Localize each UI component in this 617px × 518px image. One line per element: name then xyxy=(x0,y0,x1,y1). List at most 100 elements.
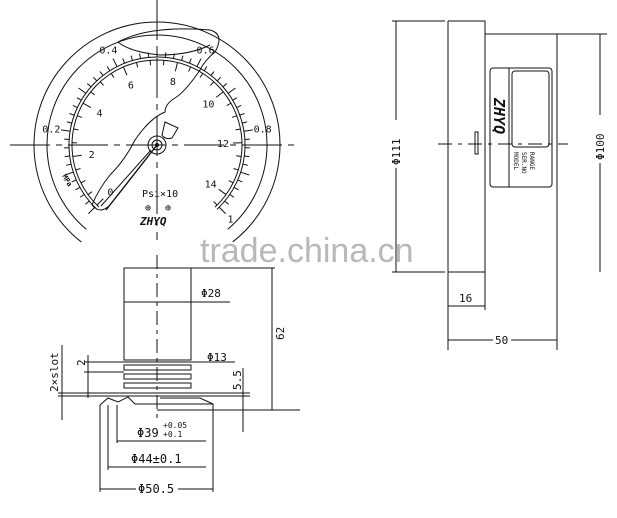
mpa-tick xyxy=(229,194,235,198)
dim-16: 16 xyxy=(459,292,472,305)
mpa-tick xyxy=(76,97,82,101)
psi-tick xyxy=(73,128,79,131)
psi-tick xyxy=(136,62,139,68)
mpa-tick xyxy=(237,179,243,183)
mpa-tick xyxy=(86,83,92,88)
mpa-tick xyxy=(122,58,126,64)
dim-2x-slot: 2×slot xyxy=(48,352,61,392)
brand-logo: ZHYQ xyxy=(139,215,167,228)
dim-phi39: Φ39 xyxy=(137,426,159,440)
mpa-tick xyxy=(244,155,250,158)
side-brand-logo: ZHYQ xyxy=(490,97,508,134)
nameplate xyxy=(489,67,553,188)
mpa-tick xyxy=(196,58,202,67)
psi-tick xyxy=(215,91,224,98)
mpa-label: 0.2 xyxy=(42,124,60,135)
mpa-tick xyxy=(88,206,96,214)
dim-5-5: 5.5 xyxy=(231,370,244,390)
psi-tick xyxy=(90,91,95,96)
mpa-label: 0.4 xyxy=(99,46,117,57)
nameplate-window xyxy=(511,70,550,148)
dim-phi100: Φ100 xyxy=(594,134,607,161)
psi-unit-label: Psi×10 xyxy=(142,189,178,200)
pointer-needle-edge xyxy=(100,149,152,207)
mpa-tick xyxy=(210,71,215,76)
phi111-label-bg xyxy=(388,120,404,168)
mpa-tick xyxy=(64,171,74,176)
mpa-tick xyxy=(61,129,71,132)
dim-phi44: Φ44±0.1 xyxy=(131,452,182,466)
socket-profile xyxy=(99,396,214,492)
psi-tick xyxy=(99,81,104,86)
mpa-tick xyxy=(224,200,229,205)
fin-1 xyxy=(123,364,192,371)
mpa-tick xyxy=(75,186,81,191)
watermark: trade.china.cn xyxy=(200,232,414,270)
psi-label: 14 xyxy=(205,180,217,191)
psi-tick xyxy=(188,66,192,72)
psi-label: 10 xyxy=(202,100,214,111)
mpa-tick xyxy=(242,163,248,166)
mpa-tick xyxy=(85,200,90,205)
case-profile xyxy=(485,33,607,350)
mpa-tick xyxy=(240,171,250,176)
psi-tick xyxy=(233,168,239,171)
dim-phi39-tol-upper: +0.05 xyxy=(163,421,187,430)
psi-tick xyxy=(210,81,215,86)
dim-62: 62 xyxy=(274,327,287,340)
nameplate-range: RANGE xyxy=(528,152,535,170)
socket-chamfer xyxy=(160,397,214,405)
side-view: Φ111 Φ100 ZHYQ MODEL SER.NO RANGE 16 50 xyxy=(388,20,608,350)
phi100-label-bg xyxy=(592,115,608,163)
psi-tick xyxy=(228,180,234,184)
mpa-tick xyxy=(243,129,253,132)
pivot-center xyxy=(155,143,159,147)
psi-label: 2 xyxy=(89,150,95,161)
nameplate-serno: SER.NO xyxy=(520,152,527,174)
mpa-tick xyxy=(66,121,72,124)
psi-tick xyxy=(231,115,237,118)
outer-ring xyxy=(33,21,281,243)
dim-2: 2 xyxy=(75,359,88,366)
dim-phi13: Φ13 xyxy=(207,351,227,364)
mpa-tick xyxy=(236,104,242,108)
mpa-tick xyxy=(218,206,226,214)
mpa-tick xyxy=(242,121,248,124)
psi-tick xyxy=(122,66,128,76)
screw-icon-right: ⊕ xyxy=(165,203,171,214)
mpa-tick xyxy=(106,66,111,71)
fin-2 xyxy=(123,373,192,380)
scale-ticks xyxy=(61,48,253,214)
mpa-tick xyxy=(79,194,85,198)
psi-tick xyxy=(87,191,93,195)
psi-label: 8 xyxy=(170,77,176,88)
dial-window-cutout xyxy=(91,28,220,211)
psi-tick xyxy=(226,102,232,107)
mpa-unit-label: MPa xyxy=(60,173,73,188)
pivot-outer xyxy=(147,135,167,155)
mpa-tick xyxy=(78,87,87,94)
dial-scale-arc-inner xyxy=(71,59,243,208)
mpa-tick xyxy=(232,97,238,101)
psi-tick xyxy=(213,201,218,206)
bottom-view: Φ28 Φ13 62 5.5 2 2×slot Φ39 +0.05 +0.1 Φ… xyxy=(48,255,300,496)
mpa-tick xyxy=(203,66,208,71)
mpa-label: 1 xyxy=(228,215,234,226)
mpa-tick xyxy=(239,113,245,116)
mpa-tick xyxy=(139,53,142,59)
nameplate-model: MODEL xyxy=(512,152,519,170)
fin-3 xyxy=(123,382,192,389)
mpa-tick xyxy=(222,83,228,88)
psi-label: 12 xyxy=(217,139,229,150)
psi-tick xyxy=(236,155,242,157)
psi-tick xyxy=(72,154,82,157)
psi-tick xyxy=(174,62,178,72)
mpa-tick xyxy=(233,186,239,191)
dim-phi50-5: Φ50.5 xyxy=(138,482,174,496)
psi-tick xyxy=(110,73,115,78)
vent-plug xyxy=(474,131,479,155)
psi-tick xyxy=(75,168,81,171)
mpa-tick xyxy=(71,179,77,183)
mpa-tick xyxy=(92,76,98,82)
